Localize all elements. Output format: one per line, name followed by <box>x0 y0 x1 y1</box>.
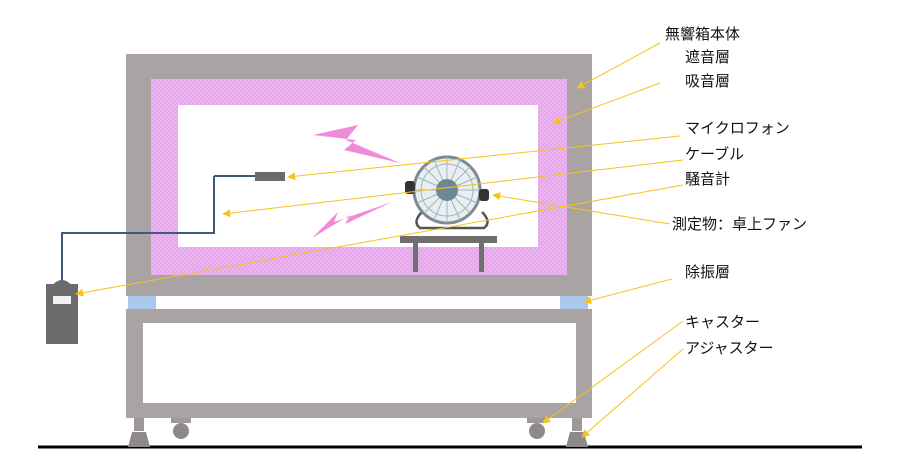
leader-lines <box>75 42 684 438</box>
sound-level-meter-icon <box>46 280 78 344</box>
label-sound-insulation-layer: 遮音層 <box>685 48 731 66</box>
lightning-bolt-icon <box>312 202 392 238</box>
desk-fan-icon <box>405 155 489 230</box>
caster-right <box>527 414 547 439</box>
cable <box>61 176 215 281</box>
microphone-icon <box>214 172 285 181</box>
label-box-body: 無響箱本体 <box>665 25 741 43</box>
lightning-bolt-icon <box>313 125 400 163</box>
adjuster-right <box>566 417 588 447</box>
vibration-isolator-right <box>560 296 588 309</box>
caster-left <box>171 414 191 439</box>
vibration-isolator-left <box>128 296 156 309</box>
label-adjuster: アジャスター <box>685 339 774 357</box>
stand-opening <box>143 323 576 403</box>
label-microphone: マイクロフォン <box>685 119 790 137</box>
label-vibration-isolation-layer: 除振層 <box>685 263 731 281</box>
label-test-object: 測定物：卓上ファン <box>672 215 808 233</box>
table <box>400 236 497 272</box>
label-cable: ケーブル <box>685 145 745 163</box>
label-sound-absorption-layer: 吸音層 <box>685 72 731 90</box>
label-sound-level-meter: 騒音計 <box>685 170 731 188</box>
adjuster-left <box>128 417 150 447</box>
label-caster: キャスター <box>685 313 761 331</box>
